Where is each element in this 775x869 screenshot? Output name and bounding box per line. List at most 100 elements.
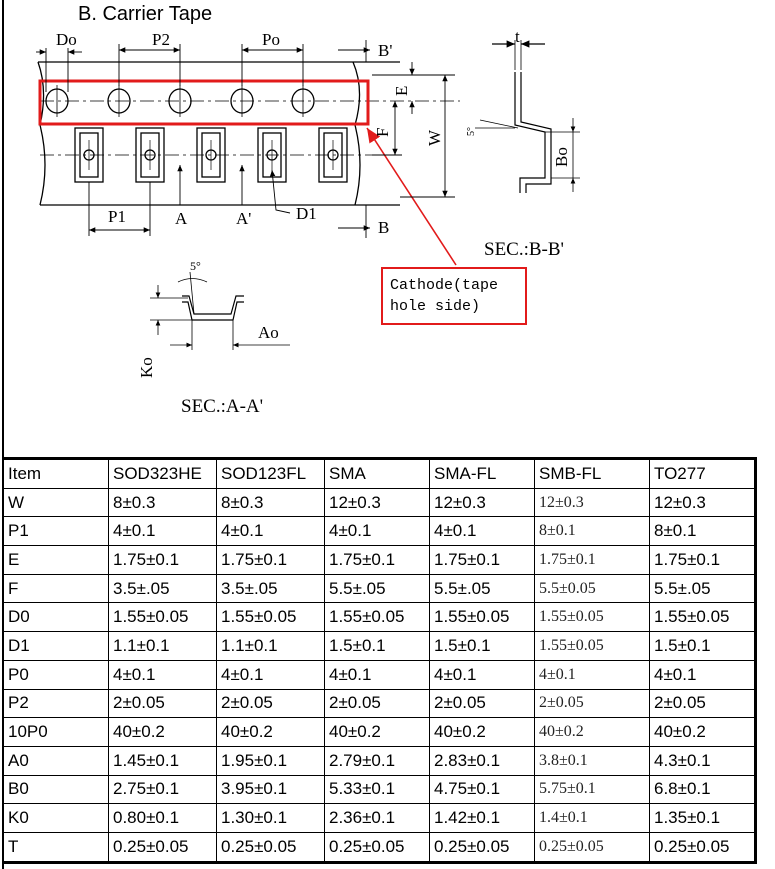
table-cell: 1.75±0.1 xyxy=(324,545,430,575)
table-cell: 1.55±0.05 xyxy=(534,602,650,633)
table-header-cell: TO277 xyxy=(649,457,757,489)
section-bb-profile xyxy=(475,40,580,193)
table-header-cell: SMA-FL xyxy=(429,457,535,489)
label-b: B xyxy=(378,218,389,237)
table-cell: 4±0.1 xyxy=(324,659,430,690)
label-p2: P2 xyxy=(152,30,170,49)
table-cell: 40±0.2 xyxy=(108,717,217,747)
table-cell: 4±0.1 xyxy=(108,516,217,547)
cathode-highlight-box xyxy=(38,79,370,126)
label-ko: Ko xyxy=(137,357,156,378)
table-cell: K0 xyxy=(3,803,109,833)
table-cell: 12±0.3 xyxy=(649,487,757,518)
cathode-callout: Cathode(tape hole side) xyxy=(381,267,527,325)
label-b-prime: B' xyxy=(378,41,392,60)
table-cell: 5.5±.05 xyxy=(429,573,535,604)
table-cell: P2 xyxy=(3,688,109,719)
label-bo: Bo xyxy=(552,147,571,167)
table-cell: F xyxy=(3,573,109,604)
table-cell: 6.8±0.1 xyxy=(649,774,757,805)
sprocket-holes xyxy=(45,85,315,117)
table-cell: 12±0.3 xyxy=(324,487,430,518)
table-cell: 4±0.1 xyxy=(534,659,650,690)
table-cell: 4.75±0.1 xyxy=(429,774,535,805)
table-cell: 1.45±0.1 xyxy=(108,745,217,776)
table-cell: 4±0.1 xyxy=(649,659,757,690)
table-cell: 1.95±0.1 xyxy=(216,745,325,776)
table-cell: 1.75±0.1 xyxy=(534,545,650,575)
label-f: F xyxy=(373,128,392,137)
table-cell: T xyxy=(3,831,109,864)
table-cell: P1 xyxy=(3,516,109,547)
callout-arrow xyxy=(366,127,457,266)
table-cell: 8±0.1 xyxy=(649,516,757,547)
table-cell: 2±0.05 xyxy=(534,688,650,719)
table-cell: 0.25±0.05 xyxy=(324,831,430,864)
table-cell: W xyxy=(3,487,109,518)
label-w: W xyxy=(425,129,444,146)
section-aa-profile xyxy=(150,271,290,350)
table-cell: E xyxy=(3,545,109,575)
table-cell: 1.55±0.05 xyxy=(324,602,430,633)
table-cell: 40±0.2 xyxy=(429,717,535,747)
table-cell: 4±0.1 xyxy=(429,659,535,690)
table-cell: 8±0.3 xyxy=(216,487,325,518)
callout-line-2: hole side) xyxy=(390,298,481,315)
table-cell: 40±0.2 xyxy=(534,717,650,747)
table-cell: D0 xyxy=(3,602,109,633)
table-cell: 12±0.3 xyxy=(429,487,535,518)
table-cell: 0.25±0.05 xyxy=(429,831,535,864)
tape-body xyxy=(37,61,460,206)
table-cell: 8±0.1 xyxy=(534,516,650,547)
label-e: E xyxy=(392,86,411,96)
table-cell: 1.1±0.1 xyxy=(108,631,217,661)
label-ao: Ao xyxy=(258,323,279,342)
label-sec-aa: SEC.:A-A' xyxy=(181,396,263,417)
sprocket-hole xyxy=(168,85,192,117)
component-pockets xyxy=(74,127,348,183)
label-a-prime: A' xyxy=(236,209,251,228)
label-do: Do xyxy=(56,30,77,49)
table-cell: 1.42±0.1 xyxy=(429,803,535,833)
table-cell: 5.5±.05 xyxy=(324,573,430,604)
label-sec-bb: SEC.:B-B' xyxy=(484,239,564,260)
table-cell: 5.75±0.1 xyxy=(534,774,650,805)
table-cell: 0.25±0.05 xyxy=(108,831,217,864)
table-cell: 3.95±0.1 xyxy=(216,774,325,805)
table-header-cell: SOD123FL xyxy=(216,457,325,489)
table-cell: 0.25±0.05 xyxy=(534,831,650,864)
carrier-tape-drawing: Do P2 Po B' t E F W P1 A A' D1 B Bo 5° S… xyxy=(36,27,580,417)
table-cell: 10P0 xyxy=(3,717,109,747)
table-header-cell: SMA xyxy=(324,457,430,489)
table-cell: 3.8±0.1 xyxy=(534,745,650,776)
table-cell: 1.55±0.05 xyxy=(534,631,650,661)
pocket xyxy=(318,127,348,183)
table-cell: 0.80±0.1 xyxy=(108,803,217,833)
table-cell: 1.4±0.1 xyxy=(534,803,650,833)
pocket xyxy=(74,127,104,183)
pocket xyxy=(196,127,226,183)
table-cell: 4±0.1 xyxy=(216,659,325,690)
table-cell: 1.75±0.1 xyxy=(216,545,325,575)
pocket xyxy=(257,127,287,183)
table-header-cell: Item xyxy=(3,457,109,489)
table-cell: 1.5±0.1 xyxy=(324,631,430,661)
table-cell: 4±0.1 xyxy=(108,659,217,690)
table-cell: 2.83±0.1 xyxy=(429,745,535,776)
table-cell: 1.75±0.1 xyxy=(108,545,217,575)
table-cell: 1.55±0.05 xyxy=(216,602,325,633)
table-cell: 2±0.05 xyxy=(324,688,430,719)
table-cell: B0 xyxy=(3,774,109,805)
label-a: A xyxy=(175,209,188,228)
